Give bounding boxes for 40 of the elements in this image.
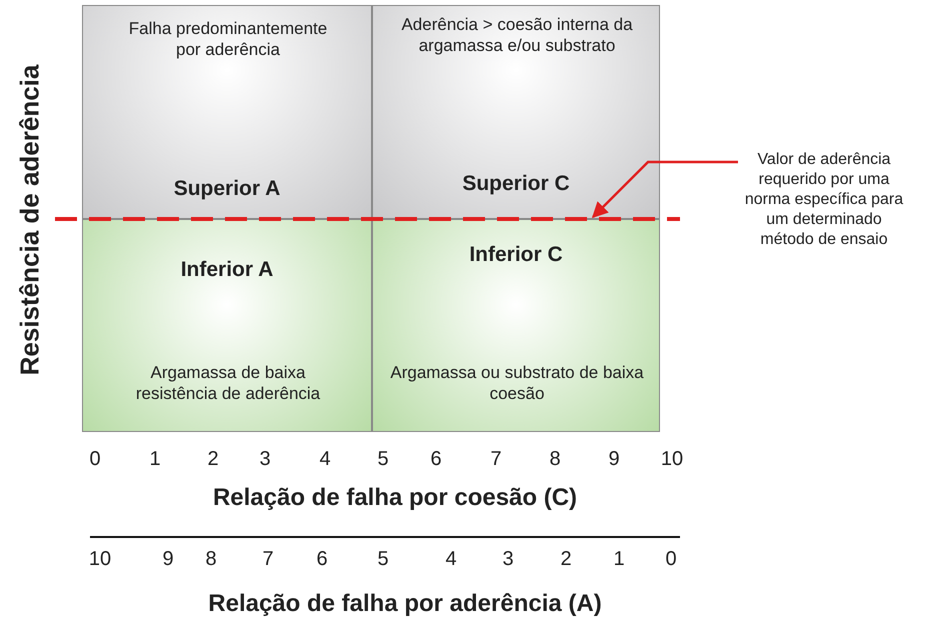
- quadrant-note: Falha predominantemente por aderência: [128, 18, 328, 60]
- tick-label: 7: [261, 548, 275, 571]
- quadrant-panel: [372, 5, 660, 219]
- tick-label: 10: [660, 448, 684, 471]
- quadrant-title: Superior C: [461, 171, 571, 197]
- axis-title: Relação de falha por coesão (C): [212, 484, 578, 512]
- tick-label: 2: [206, 448, 220, 471]
- quadrant-note: Argamassa de baixa resistência de aderência: [134, 362, 322, 404]
- quadrant-panel: [372, 219, 660, 432]
- quadrant-note: Argamassa ou substrato de baixa coesão: [389, 362, 645, 404]
- quadrant-title: Inferior A: [180, 257, 274, 283]
- tick-label: 4: [444, 548, 458, 571]
- leader-arrow: [592, 160, 738, 218]
- threshold-line: [55, 217, 680, 221]
- tick-label: 3: [258, 448, 272, 471]
- quadrant-panel: [82, 219, 372, 432]
- tick-label: 5: [376, 548, 390, 571]
- quadrant-note: Aderência > coesão interna da argamassa e/ou substrato: [400, 14, 634, 56]
- tick-label: 1: [148, 448, 162, 471]
- tick-label: 6: [429, 448, 443, 471]
- tick-label: 9: [161, 548, 175, 571]
- tick-label: 9: [607, 448, 621, 471]
- axis-title: Resistência de aderência: [14, 64, 46, 376]
- tick-label: 0: [664, 548, 678, 571]
- quadrant-title: Inferior C: [468, 242, 564, 268]
- tick-label: 3: [501, 548, 515, 571]
- axis-title: Relação de falha por aderência (A): [208, 590, 602, 618]
- annotation-text: Valor de aderência requerido por uma norma específica para um determinado método de ensaio: [738, 150, 910, 250]
- tick-label: 8: [204, 548, 218, 571]
- tick-label: 10: [88, 548, 112, 571]
- quadrant-title: Superior A: [172, 176, 282, 202]
- tick-label: 7: [489, 448, 503, 471]
- tick-label: 4: [318, 448, 332, 471]
- tick-label: 8: [548, 448, 562, 471]
- tick-label: 1: [612, 548, 626, 571]
- tick-label: 2: [559, 548, 573, 571]
- tick-label: 0: [88, 448, 102, 471]
- quadrant-panel: [82, 5, 372, 219]
- tick-label: 5: [376, 448, 390, 471]
- tick-label: 6: [315, 548, 329, 571]
